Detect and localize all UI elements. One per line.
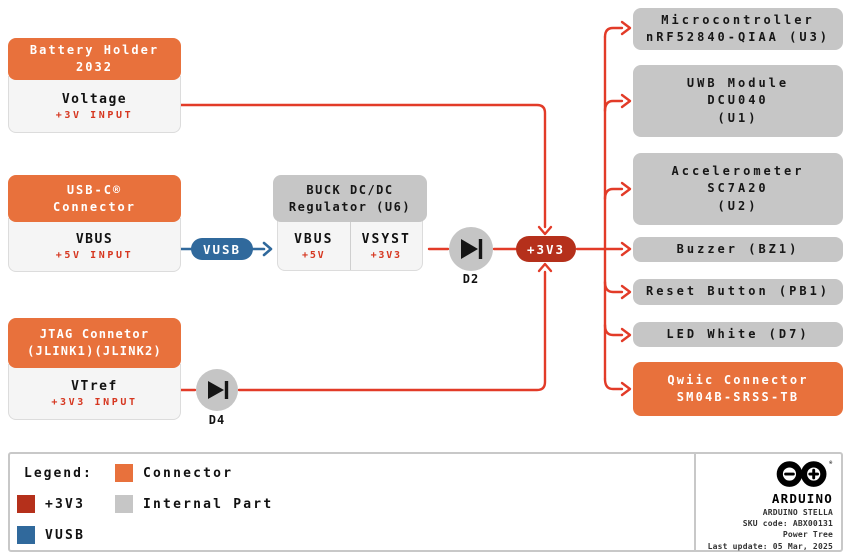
block-body: VTref +3V3 INPUT xyxy=(8,364,181,420)
arrow-right-icon xyxy=(620,181,632,197)
buck-regulator-block: BUCK DC/DC Regulator (U6) VBUS +5V VSYST… xyxy=(273,175,427,271)
arrow-down-icon xyxy=(537,225,553,236)
arrow-right-icon xyxy=(620,93,632,109)
block-header: BUCK DC/DC Regulator (U6) xyxy=(273,175,427,222)
wire-branch-reset xyxy=(603,280,624,294)
load-block-reset-button: Reset Button (PB1) xyxy=(633,279,843,305)
voltage-note: +3V3 xyxy=(370,250,402,261)
load-block-qwiic-connector: Qwiic Connector SM04B-SRSS-TB xyxy=(633,362,843,416)
arrow-right-icon xyxy=(620,20,632,36)
title-block: ® ARDUINO ARDUINO STELLA SKU code: ABX00… xyxy=(694,454,841,552)
diode-d4-label: D4 xyxy=(208,413,226,427)
wire-branch-accelerometer xyxy=(603,187,624,201)
vusb-net-pill: VUSB xyxy=(191,238,253,260)
arduino-logo-icon: ® xyxy=(776,460,832,487)
wire-battery-to-rail xyxy=(179,103,547,229)
voltage-note: +5V xyxy=(302,250,326,261)
load-block-accelerometer: Accelerometer SC7A20 (U2) xyxy=(633,153,843,225)
voltage-note: +3V3 INPUT xyxy=(51,397,138,408)
signal-label: VSYST xyxy=(361,232,411,247)
arrow-right-icon xyxy=(262,241,273,257)
wire-d4-to-rail xyxy=(237,270,547,392)
diode-d4-icon xyxy=(196,369,238,411)
arrow-right-icon xyxy=(620,284,632,300)
sku-code: SKU code: ABX00131 xyxy=(742,519,833,529)
signal-label: VBUS xyxy=(294,232,334,247)
block-header: Battery Holder 2032 xyxy=(8,38,181,80)
legend-swatch-3v3 xyxy=(17,495,35,513)
title-info: ARDUINO STELLA SKU code: ABX00131 Power … xyxy=(708,507,833,552)
voltage-note: +3V INPUT xyxy=(55,109,134,121)
block-body: Voltage +3V INPUT xyxy=(8,76,181,133)
source-block-battery-holder: Battery Holder 2032 Voltage +3V INPUT xyxy=(8,38,181,133)
source-block-usbc-connector: USB-C® Connector VBUS +5V INPUT xyxy=(8,175,181,272)
wire-branch-uwb xyxy=(603,99,624,113)
legend-swatch-connector xyxy=(115,464,133,482)
product-name: ARDUINO STELLA xyxy=(762,508,833,517)
wire-branch-microcontroller xyxy=(603,26,624,39)
signal-label: VTref xyxy=(71,379,118,394)
rail-3v3-net-pill: +3V3 xyxy=(516,236,576,262)
legend-label-connector: Connector xyxy=(143,466,234,481)
load-block-microcontroller: Microcontroller nRF52840-QIAA (U3) xyxy=(633,8,843,50)
load-block-buzzer: Buzzer (BZ1) xyxy=(633,237,843,262)
signal-label: VBUS xyxy=(75,232,114,247)
source-block-jtag-connector: JTAG Connetor (JLINK1)(JLINK2) VTref +3V… xyxy=(8,318,181,420)
regulator-output-cell: VSYST +3V3 xyxy=(349,219,423,270)
legend-title: Legend: xyxy=(24,466,93,481)
arrow-right-icon xyxy=(620,327,632,343)
legend-swatch-internal-part xyxy=(115,495,133,513)
diode-d2-label: D2 xyxy=(462,272,480,286)
svg-text:®: ® xyxy=(829,460,832,466)
wire-branch-led xyxy=(603,323,624,337)
legend-label-3v3: +3V3 xyxy=(45,497,86,512)
load-block-uwb-module: UWB Module DCU040 (U1) xyxy=(633,65,843,137)
block-body: VBUS +5V VSYST +3V3 xyxy=(277,218,423,271)
footer: Legend: Connector +3V3 Internal Part VUS… xyxy=(8,452,843,552)
wiring-layer xyxy=(179,20,632,411)
block-header: JTAG Connetor (JLINK1)(JLINK2) xyxy=(8,318,181,368)
legend-label-vusb: VUSB xyxy=(45,528,86,543)
legend-label-internal-part: Internal Part xyxy=(143,497,274,512)
arrow-up-icon xyxy=(537,262,553,273)
block-body: VBUS +5V INPUT xyxy=(8,218,181,272)
legend: Legend: Connector +3V3 Internal Part VUS… xyxy=(10,454,694,550)
document-type: Power Tree xyxy=(782,530,833,540)
arrow-right-icon xyxy=(620,241,632,257)
load-block-led-white: LED White (D7) xyxy=(633,322,843,347)
arrow-right-icon xyxy=(620,381,632,397)
last-update: Last update: 05 Mar, 2025 xyxy=(707,541,833,551)
legend-swatch-vusb xyxy=(17,526,35,544)
diode-d2-icon xyxy=(449,227,493,271)
signal-label: Voltage xyxy=(61,91,128,107)
brand-name: ARDUINO xyxy=(771,491,833,506)
wire-branch-qwiic xyxy=(603,377,624,391)
voltage-note: +5V INPUT xyxy=(55,250,134,261)
regulator-input-cell: VBUS +5V xyxy=(278,219,350,270)
block-header: USB-C® Connector xyxy=(8,175,181,222)
